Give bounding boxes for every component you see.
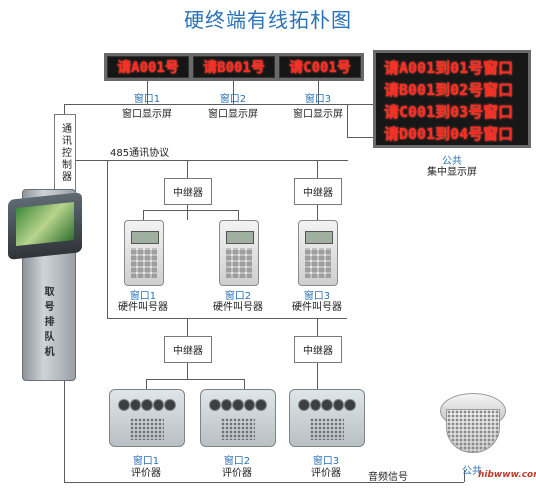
screen2-drop-line [233,80,234,104]
relay2-down [317,204,318,220]
relay-top-right-drop [317,160,318,178]
relay1-down [187,204,188,220]
eval2-up [244,379,245,389]
evaluator-1-desc: 评价器 [131,468,161,479]
protocol-label: 485通讯协议 [110,148,170,159]
audio-signal-label: 音频信号 [368,472,408,483]
window-screen-2-window-label: 窗口2 [219,94,247,105]
bus-right-riser [347,104,348,138]
hardware-caller-3 [298,220,338,286]
window-screen-2-text: 请B001号 [203,60,265,76]
relay4-down [317,362,318,389]
caller-3-window-label: 窗口3 [303,291,331,302]
bus-to-bigscreen [347,137,373,138]
public-screen-row-2: 请B001到02号窗口 [384,81,514,99]
kiosk-touch-screen [16,201,74,247]
speaker-label: 公共 [462,466,482,477]
window-screen-2-desc: 窗口显示屏 [208,109,258,120]
relay-bottom-2: 中继器 [294,336,342,363]
window-screen-3-text: 请C001号 [289,60,351,76]
evaluator-2-window-label: 窗口2 [223,456,251,467]
screen1-drop-line [147,80,148,104]
caller-3-desc: 硬件叫号器 [292,302,342,313]
communication-controller: 通讯控制器 [54,114,76,192]
diagram-title: 硬终端有线拓朴图 [184,8,352,32]
relay-top-2: 中继器 [294,178,342,205]
evaluator-1-window-label: 窗口1 [132,456,160,467]
relay-bottom-right-drop [317,318,318,336]
public-screen-desc: 集中显示屏 [427,167,477,178]
protocol-bus-line [64,160,348,161]
evaluator-2 [200,389,276,447]
controller-up-line [64,104,65,114]
public-screen-label: 公共 [442,156,462,167]
relay3-down [187,362,188,380]
caller-1-desc: 硬件叫号器 [118,302,168,313]
evaluator-2-desc: 评价器 [222,468,252,479]
relay-top-left-drop [187,160,188,178]
evaluator-3 [289,389,365,447]
caller1-up [143,210,144,220]
window-screen-1-text: 请A001号 [117,60,179,76]
hardware-caller-2 [219,220,259,286]
window-screen-1: 请A001号 [104,53,192,81]
window-screen-1-window-label: 窗口1 [133,94,161,105]
relay3-branch [146,379,244,380]
window-screen-3-desc: 窗口显示屏 [293,109,343,120]
watermark-text: hibwww.com.cn [478,470,536,480]
relay-bottom-1: 中继器 [164,336,212,363]
evaluator-1 [109,389,185,447]
eval1-up [146,379,147,389]
caller-2-desc: 硬件叫号器 [213,302,263,313]
caller-2-window-label: 窗口2 [224,291,252,302]
public-screen-row-4: 请D001到04号窗口 [384,125,514,143]
evaluator-3-desc: 评价器 [311,468,341,479]
relay-top-1: 中继器 [164,178,212,205]
caller-1-window-label: 窗口1 [129,291,157,302]
public-display-screen: 请A001到01号窗口 请B001到02号窗口 请C001到03号窗口 请D00… [373,50,531,148]
caller2-up [238,210,239,220]
hardware-caller-1 [124,220,164,286]
relay-bottom-left-drop [187,318,188,336]
screen3-drop-line [318,80,319,104]
window-screen-3-window-label: 窗口3 [304,94,332,105]
relay1-branch [143,210,238,211]
lower-bus-line [107,318,347,319]
main-vertical-bus [107,160,108,318]
window-screen-3: 请C001号 [276,53,364,81]
ceiling-speaker [440,393,506,455]
speaker-drop [464,470,465,482]
top-bus-line [64,104,374,105]
window-screen-1-desc: 窗口显示屏 [122,109,172,120]
evaluator-3-window-label: 窗口3 [312,456,340,467]
kiosk-label: 取号排队机 [42,286,53,361]
public-screen-row-3: 请C001到03号窗口 [384,103,514,121]
audio-line [64,482,464,483]
window-screen-2: 请B001号 [190,53,278,81]
public-screen-row-1: 请A001到01号窗口 [384,59,514,77]
